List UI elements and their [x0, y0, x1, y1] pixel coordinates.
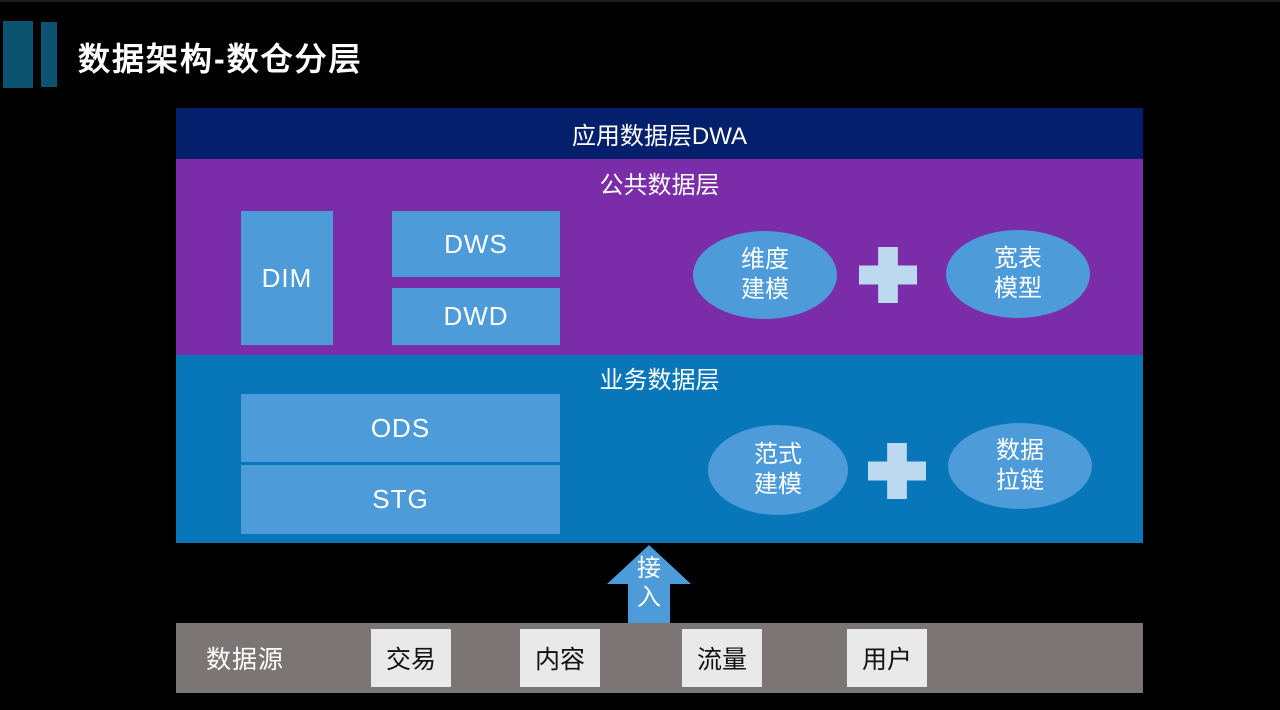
box-dim: DIM [241, 211, 333, 345]
source-box-user: 用户 [847, 629, 927, 687]
data-source-label: 数据源 [206, 646, 285, 674]
layer-common: 公共数据层 DIM DWS DWD 维度 建模 宽表 模型 [176, 159, 1143, 355]
ingest-arrow: 接 入 [607, 545, 691, 623]
layer-application-label: 应用数据层DWA [571, 123, 748, 150]
ingest-arrow-label: 接 入 [607, 554, 691, 612]
data-source-bar: 数据源 交易 内容 流量 用户 [176, 623, 1143, 693]
data-warehouse-diagram: 应用数据层DWA 公共数据层 DIM DWS DWD 维度 建模 宽表 模型 [176, 108, 1143, 693]
ellipse-label-line2: 拉链 [996, 467, 1044, 494]
source-box-transaction: 交易 [371, 629, 451, 687]
ellipse-label-line1: 维度 [741, 246, 789, 273]
box-stg-label: STG [372, 484, 429, 514]
layer-application: 应用数据层DWA [176, 108, 1143, 159]
layer-business-label: 业务数据层 [599, 367, 720, 394]
box-stg: STG [241, 465, 560, 534]
source-box-content: 内容 [520, 629, 600, 687]
box-dim-label: DIM [261, 262, 313, 293]
source-box-traffic: 流量 [682, 629, 762, 687]
ingest-arrow-label-char2: 入 [637, 584, 661, 611]
plus-icon [868, 443, 926, 499]
ellipse-label-line1: 宽表 [994, 245, 1042, 272]
ellipse-label-line1: 数据 [996, 437, 1044, 464]
source-box-label: 流量 [696, 646, 747, 674]
source-box-label: 交易 [385, 646, 436, 674]
ellipse-label-line2: 建模 [741, 276, 789, 303]
layer-business: 业务数据层 ODS STG 范式 建模 数据 拉链 [176, 355, 1143, 543]
ellipse-dimensional-modeling: 维度 建模 [693, 231, 837, 319]
ellipse-label-line2: 模型 [994, 275, 1042, 302]
layer-common-label: 公共数据层 [599, 172, 720, 199]
plus-icon [859, 247, 917, 303]
title-accent-bar-icon [3, 21, 33, 88]
box-ods: ODS [241, 394, 560, 462]
ellipse-wide-table-model: 宽表 模型 [946, 230, 1090, 318]
box-dws: DWS [392, 211, 560, 277]
ellipse-label-line2: 建模 [754, 471, 802, 498]
ellipse-data-zipper: 数据 拉链 [948, 423, 1092, 509]
box-dwd-label: DWD [443, 301, 509, 331]
ellipse-label-line1: 范式 [754, 441, 802, 468]
source-box-label: 用户 [861, 646, 912, 674]
page-title: 数据架构-数仓分层 [78, 41, 363, 77]
ellipse-normal-form-modeling: 范式 建模 [708, 425, 848, 515]
box-ods-label: ODS [370, 412, 431, 443]
title-accent-bar-icon [41, 22, 57, 87]
box-dws-label: DWS [444, 228, 508, 259]
source-box-label: 内容 [534, 646, 585, 674]
box-dwd: DWD [392, 288, 560, 345]
ingest-arrow-label-char1: 接 [637, 555, 661, 582]
